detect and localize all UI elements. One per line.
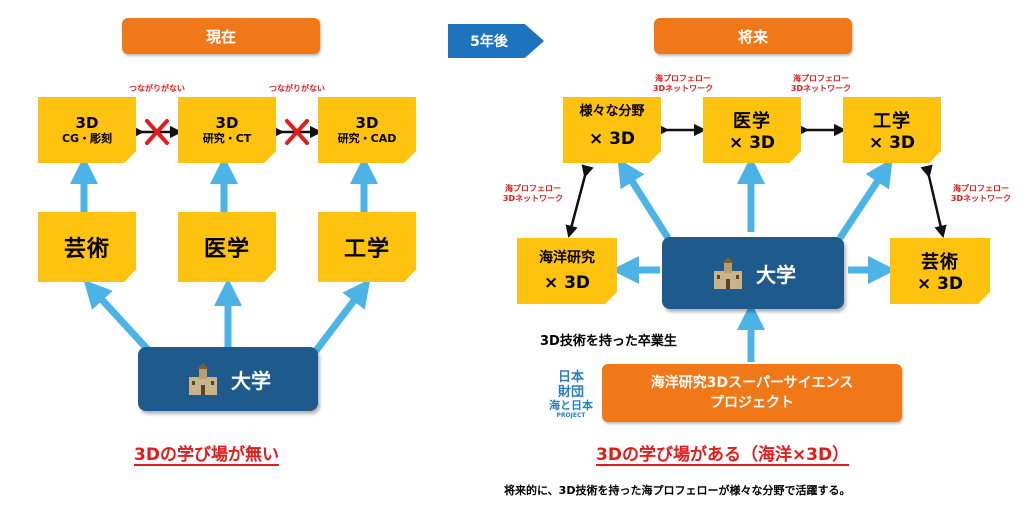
five-years-later-chevron: 5年後 [448, 24, 544, 58]
university-building-icon [189, 363, 217, 395]
university-building-icon [714, 257, 742, 289]
note-field-medicine: 医学 [178, 212, 276, 282]
note-field-engineering: 工学 [318, 212, 416, 282]
note-field-art: 芸術 [38, 212, 136, 282]
arrow-univ-to-art [83, 279, 153, 355]
arrow-univ-to-eng [312, 278, 371, 355]
network-label-right: 海プロフェロー 3Dネットワーク [946, 184, 1016, 204]
arrow-univ-to-various [617, 158, 671, 240]
future-caption: 3Dの学び場がある（海洋×3D） [596, 445, 850, 465]
note-line1: 3D [355, 114, 379, 132]
note-line2: × 3D [916, 274, 964, 294]
field-label: 工学 [343, 237, 390, 262]
nippon-foundation-logo: 日本 財団 海と日本 PROJECT [542, 370, 600, 422]
no-connection-label-2: つながりがない [269, 84, 325, 93]
ocean-3d-project-box: 海洋研究3Dスーパーサイエンス プロジェクト [602, 364, 902, 422]
note-ocean-research-3d: 海洋研究 × 3D [517, 238, 617, 304]
university-label: 大学 [231, 368, 271, 393]
logo-line1: 日本 [557, 370, 584, 385]
current-caption: 3Dの学び場が無い [134, 445, 279, 465]
note-line1: 芸術 [921, 252, 959, 273]
note-line1: 海洋研究 [539, 250, 595, 266]
network-line2: 3Dネットワーク [652, 84, 714, 93]
future-title: 将来 [654, 18, 852, 54]
note-medicine-3d: 医学 × 3D [703, 97, 801, 163]
network-label-top-right: 海プロフェロー 3Dネットワーク [786, 74, 856, 94]
footnote: 将来的に、3D技術を持った海プロフェローが様々な分野で活躍する。 [504, 484, 851, 497]
note-engineering-3d: 工学 × 3D [843, 97, 941, 163]
note-line2: × 3D [868, 133, 916, 153]
network-line2: 3Dネットワーク [790, 84, 852, 93]
network-line2: 3Dネットワーク [950, 194, 1012, 203]
network-line1: 海プロフェロー [953, 184, 1009, 193]
note-line2: × 3D [543, 273, 591, 293]
note-3d-research-cad: 3D 研究・CAD [318, 97, 416, 163]
note-line1: 3D [215, 114, 239, 132]
project-line2: プロジェクト [710, 395, 794, 411]
no-connection-label-1: つながりがない [129, 84, 185, 93]
no-connection-x-2 [285, 119, 309, 145]
logo-line4: PROJECT [556, 412, 586, 419]
network-line2: 3Dネットワーク [502, 194, 564, 203]
network-line1: 海プロフェロー [655, 74, 711, 83]
network-line1: 海プロフェロー [793, 74, 849, 83]
university-box-future: 大学 [662, 237, 844, 309]
current-title: 現在 [122, 18, 320, 54]
arrow-univ-to-eng-future [837, 158, 893, 240]
project-line1: 海洋研究3Dスーパーサイエンス [650, 375, 854, 391]
note-line2: × 3D [588, 129, 636, 149]
note-3d-research-ct: 3D 研究・CT [178, 97, 276, 163]
university-label: 大学 [756, 262, 796, 287]
graduates-label: 3D技術を持った卒業生 [540, 334, 677, 349]
note-line1: 3D [75, 114, 99, 132]
logo-line3: 海と日本 [549, 399, 593, 412]
field-label: 医学 [203, 237, 250, 262]
field-label: 芸術 [63, 237, 110, 262]
note-art-3d: 芸術 × 3D [890, 238, 990, 304]
note-line2: × 3D [728, 133, 776, 153]
note-various-fields-3d: 様々な分野 × 3D [563, 97, 661, 163]
note-line2: CG・彫刻 [61, 132, 113, 145]
network-label-left: 海プロフェロー 3Dネットワーク [498, 184, 568, 204]
note-line1: 様々な分野 [579, 104, 645, 119]
note-line2: 研究・CT [202, 132, 252, 145]
note-line1: 工学 [873, 111, 911, 132]
university-box-current: 大学 [138, 347, 318, 411]
note-line2: 研究・CAD [337, 132, 397, 145]
note-3d-cg-sculpture: 3D CG・彫刻 [38, 97, 136, 163]
logo-line2: 財団 [557, 385, 584, 400]
note-line1: 医学 [733, 111, 771, 132]
network-label-top-left: 海プロフェロー 3Dネットワーク [648, 74, 718, 94]
no-connection-x-1 [145, 119, 169, 145]
network-line1: 海プロフェロー [505, 184, 561, 193]
